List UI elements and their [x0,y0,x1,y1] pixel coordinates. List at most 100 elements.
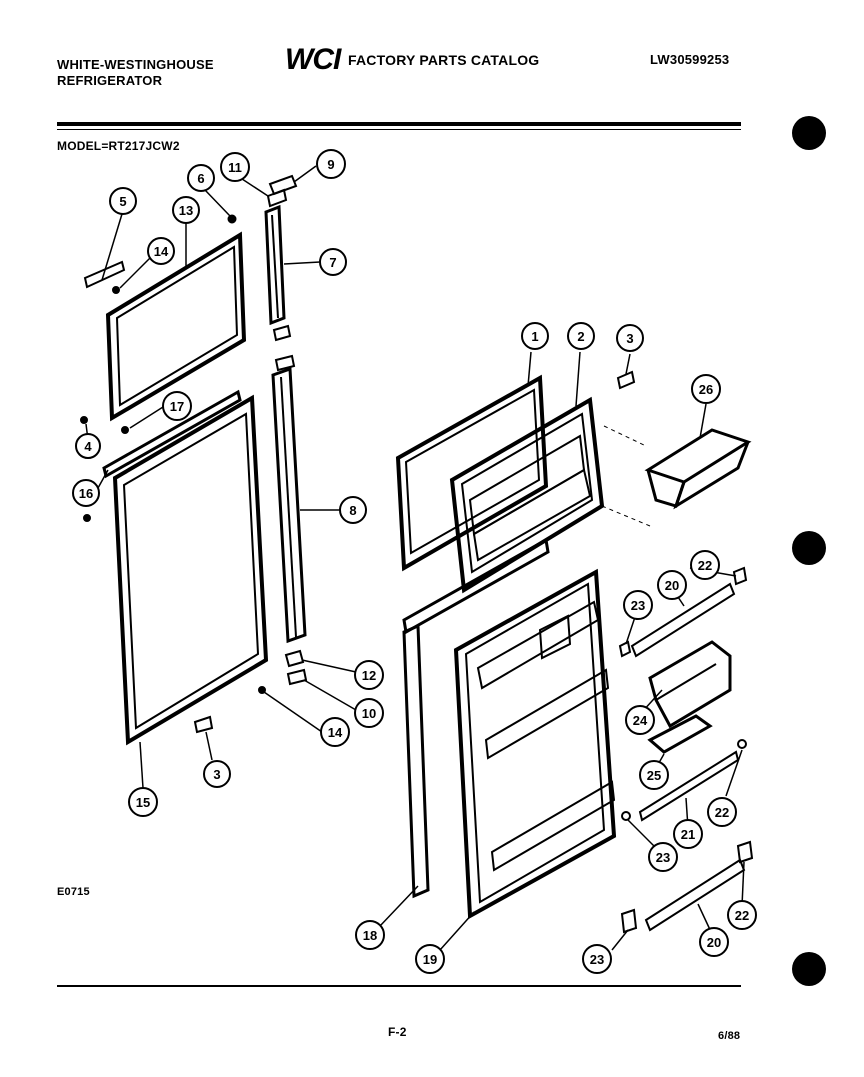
svg-text:23: 23 [590,952,604,967]
hinge-cap-11 [266,188,288,208]
callout-14-upper: 14 [147,237,175,265]
svg-text:20: 20 [665,578,679,593]
svg-text:21: 21 [681,827,695,842]
svg-text:11: 11 [228,160,242,175]
header-rule-thin [57,129,741,130]
left-door-assembly [80,174,308,746]
callout-3-right: 3 [616,324,644,352]
svg-text:14: 14 [328,725,343,740]
callout-8: 8 [339,496,367,524]
callout-14-lower: 14 [320,717,350,747]
right-door-assembly [395,370,754,934]
screw-6 [227,214,237,224]
svg-text:24: 24 [633,713,648,728]
svg-text:23: 23 [656,850,670,865]
egg-tray [647,714,713,754]
hinge-block-upper [272,324,292,342]
callout-16: 16 [72,479,100,507]
binder-hole-bottom [792,952,826,986]
svg-text:8: 8 [349,503,356,518]
svg-text:20: 20 [707,935,721,950]
callout-23-middle: 23 [648,842,678,872]
svg-text:3: 3 [213,767,220,782]
callout-4: 4 [75,433,101,459]
callout-23-lower: 23 [582,944,612,974]
callout-12: 12 [354,660,384,690]
door-shelf-bar-upper [630,582,736,658]
catalog-title: FACTORY PARTS CATALOG [348,52,540,68]
callout-2: 2 [567,322,595,350]
callout-24: 24 [625,705,655,735]
svg-text:3: 3 [626,331,633,346]
cap-3-left [193,715,214,734]
screw-17 [121,426,129,434]
svg-text:12: 12 [362,668,376,683]
callout-15: 15 [128,787,158,817]
callout-13: 13 [172,196,200,224]
callout-20-upper: 20 [657,570,687,600]
handle-trim-piece [83,260,126,289]
svg-text:10: 10 [362,706,376,721]
svg-text:9: 9 [327,157,334,172]
callout-10: 10 [354,698,384,728]
end-cap-22-middle [737,739,747,749]
catalog-date: 6/88 [718,1030,741,1042]
svg-text:2: 2 [577,329,584,344]
svg-text:1: 1 [531,329,538,344]
screw-4 [80,416,88,424]
freezer-inner-gasket [395,374,549,572]
brand-line-2: REFRIGERATOR [57,73,163,88]
callout-1: 1 [521,322,549,350]
end-cap-23-upper [618,640,632,658]
model-label: MODEL=RT217JCW2 [57,139,180,153]
callout-23-upper: 23 [623,590,653,620]
brand-line-1: WHITE-WESTINGHOUSE [57,57,214,72]
callout-25: 25 [639,760,669,790]
callout-7: 7 [319,248,347,276]
callout-19: 19 [415,944,445,974]
svg-text:4: 4 [84,439,92,454]
svg-text:22: 22 [698,558,712,573]
brand-title: WHITE-WESTINGHOUSE REFRIGERATOR [57,57,214,89]
upper-trim-strip [264,204,286,326]
svg-text:13: 13 [179,203,193,218]
leader-lines [85,165,745,951]
svg-text:17: 17 [170,399,184,414]
svg-text:19: 19 [423,952,437,967]
svg-text:6: 6 [197,171,204,186]
binder-hole-top [792,116,826,150]
callout-20-lower: 20 [699,927,729,957]
callout-18: 18 [355,920,385,950]
callout-22-lower: 22 [727,900,757,930]
hinge-block-lower [274,354,296,372]
svg-text:23: 23 [631,598,645,613]
end-cap-23-lower [620,908,638,934]
wci-logo: WCI [285,43,341,76]
freezer-door-gasket [105,231,247,422]
hinge-cap-9 [268,174,298,196]
dairy-bin [648,640,732,729]
callout-22-middle: 22 [707,797,737,827]
end-cap-22-lower [736,840,754,864]
header-rule [57,122,741,126]
callout-3-left: 3 [203,760,231,788]
screw-14-lower [258,686,266,694]
callout-5: 5 [109,187,137,215]
svg-text:25: 25 [647,768,661,783]
svg-text:14: 14 [154,244,169,259]
svg-text:5: 5 [119,194,126,209]
lower-trim-strip [271,366,307,644]
callout-6: 6 [187,164,215,192]
fresh-food-door-gasket [102,389,269,746]
callout-26: 26 [691,374,721,404]
door-bin [644,428,752,510]
cap-10 [286,668,308,686]
document-number: LW30599253 [650,52,730,67]
end-cap-22-upper [732,566,748,586]
callout-22-upper: 22 [690,550,720,580]
svg-text:16: 16 [79,486,93,501]
end-cap-23-middle [621,811,631,821]
clip-3-right [616,370,636,390]
cap-12 [284,649,305,668]
footer-rule [57,985,741,987]
